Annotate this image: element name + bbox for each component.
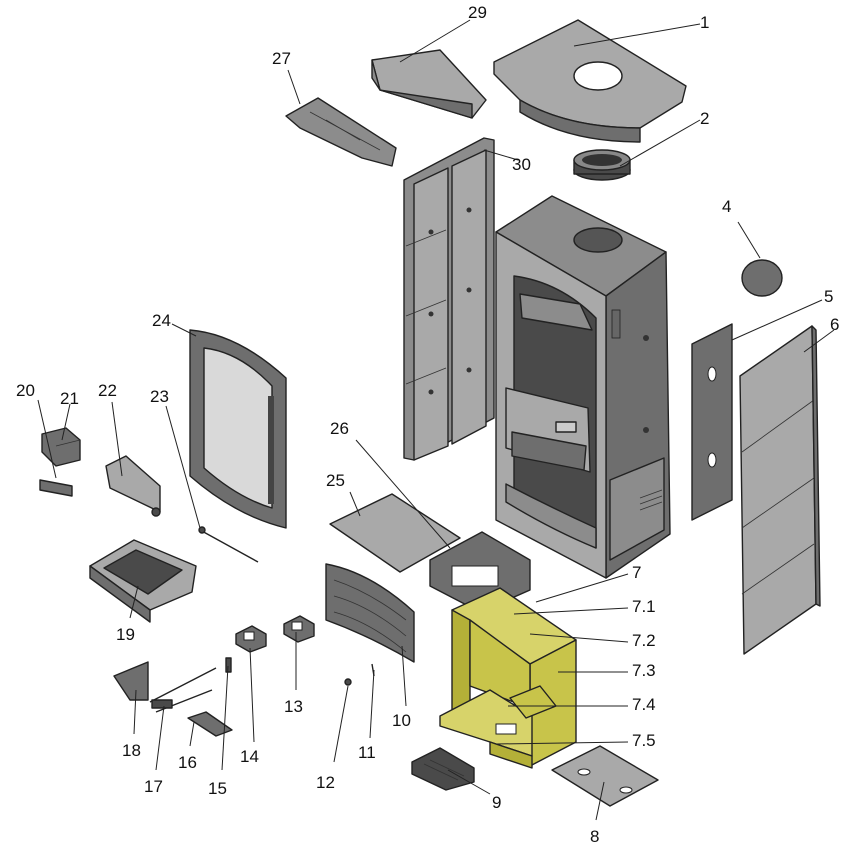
part-19-ash-tray [89, 539, 197, 623]
callout-7-1: 7.1 [632, 597, 656, 616]
callout-1: 1 [700, 13, 709, 32]
part-10-grille [325, 563, 415, 663]
callout-7-3: 7.3 [632, 661, 656, 680]
callout-2: 2 [700, 109, 709, 128]
part-7-insulation-set [439, 587, 577, 769]
part-25-bottom-plate [329, 493, 461, 573]
part-8-base-plate [551, 745, 659, 807]
callout-18: 18 [122, 741, 141, 760]
callout-20: 20 [16, 381, 35, 400]
part-6-side-stones [739, 325, 821, 655]
part-5-side-shield [691, 323, 733, 521]
leader-lines [37, 19, 835, 821]
callout-27: 27 [272, 49, 291, 68]
part-22-damper [105, 455, 161, 517]
callout-9: 9 [492, 793, 501, 812]
callout-26: 26 [330, 419, 349, 438]
part-20-plate [39, 479, 73, 497]
callout-14: 14 [240, 747, 259, 766]
callout-4: 4 [722, 197, 731, 216]
callout-labels: 1 2 4 5 6 7 7.1 7.2 7.3 7.4 7.5 8 9 10 1… [16, 3, 839, 846]
callout-7-4: 7.4 [632, 695, 656, 714]
callout-25: 25 [326, 471, 345, 490]
callout-22: 22 [98, 381, 117, 400]
callout-21: 21 [60, 389, 79, 408]
callout-8: 8 [590, 827, 599, 846]
part-16-lever-right [187, 711, 233, 737]
stove-body [495, 195, 671, 579]
part-14-latch [235, 625, 267, 653]
part-15-pin [225, 657, 232, 673]
callout-19: 19 [116, 625, 135, 644]
callout-7-2: 7.2 [632, 631, 656, 650]
callout-30: 30 [512, 155, 531, 174]
part-27-baffle [285, 97, 397, 167]
callout-17: 17 [144, 777, 163, 796]
part-18-lever-left [113, 661, 149, 701]
callout-13: 13 [284, 697, 303, 716]
part-13-latch [283, 615, 315, 643]
callout-10: 10 [392, 711, 411, 730]
part-29-top-stone [371, 49, 487, 119]
part-2-flue-collar [573, 149, 631, 181]
part-30-side-panel [403, 137, 495, 461]
callout-7-5: 7.5 [632, 731, 656, 750]
part-24-door [189, 329, 287, 529]
callout-23: 23 [150, 387, 169, 406]
callout-24: 24 [152, 311, 171, 330]
callout-15: 15 [208, 779, 227, 798]
part-23-rod [198, 526, 259, 563]
part-21-bracket [41, 427, 81, 467]
part-17-lever-rod [149, 667, 217, 713]
callout-12: 12 [316, 773, 335, 792]
callout-16: 16 [178, 753, 197, 772]
callout-5: 5 [824, 287, 833, 306]
part-9-grate [411, 747, 475, 791]
callout-6: 6 [830, 315, 839, 334]
part-12-pin [344, 678, 352, 686]
part-4-round-cover [741, 259, 783, 297]
callout-11: 11 [358, 743, 376, 762]
part-1-top-cover [493, 19, 687, 143]
callout-29: 29 [468, 3, 487, 22]
callout-7: 7 [632, 563, 641, 582]
